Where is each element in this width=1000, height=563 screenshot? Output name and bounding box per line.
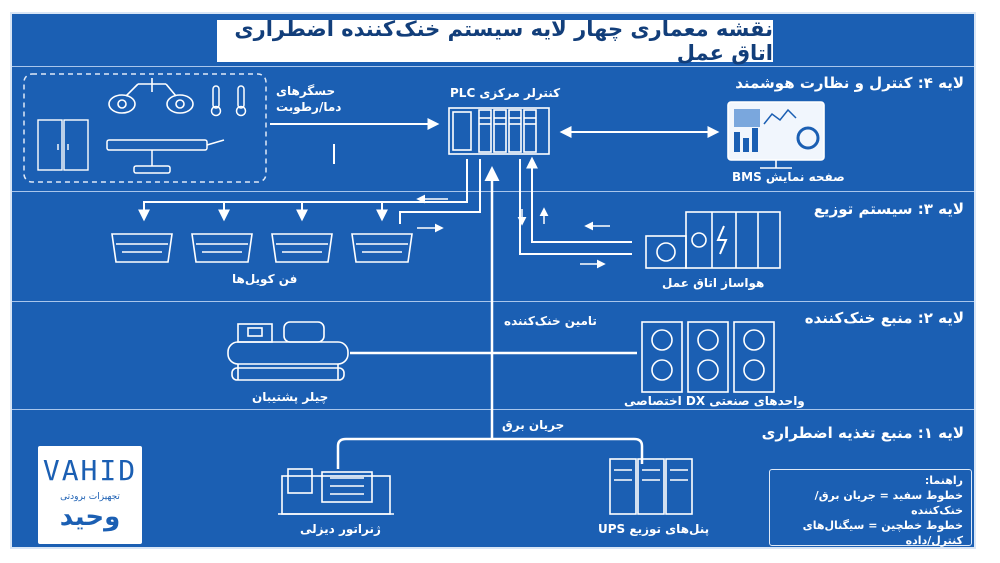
ups-panel-icon (609, 458, 693, 515)
chiller-label: چیلر پشتیبان (252, 390, 329, 404)
door-icon (37, 119, 89, 171)
chiller-icon (227, 321, 349, 381)
bms-monitor-icon (727, 101, 825, 169)
plc-label: کنترلر مرکزی PLC (450, 86, 561, 100)
diagram-title: نقشه معماری چهار لایه سیستم خنک‌کننده اض… (217, 17, 773, 65)
diagram-board: نقشه معماری چهار لایه سیستم خنک‌کننده اض… (10, 12, 976, 562)
ups-label: پنل‌های توزیع UPS (598, 522, 710, 536)
wiring-and-components (23, 73, 825, 515)
thermometer-icon (210, 85, 247, 117)
generator-label: ژنراتور دیزلی (300, 522, 381, 536)
layer-2-label: لایه ۲: منبع خنک‌کننده (804, 309, 964, 327)
legend-title: راهنما: (924, 474, 963, 487)
vahid-logo: VAHID تجهیزات برودتی وحید (38, 446, 142, 544)
fancoil-unit-icon (111, 233, 413, 263)
sensors-label-line1: حسگرهای (276, 84, 336, 98)
logo-persian-text: وحید (59, 502, 121, 532)
legend-line-components: آیکون‌ها/متن سفید = اجزا (822, 549, 963, 562)
operating-room-box (23, 73, 267, 183)
layer-separator (12, 66, 974, 67)
logo-latin-text: VAHID (42, 454, 138, 487)
power-distribution-line (336, 437, 644, 469)
layer-4-label: لایه ۴: کنترل و نظارت هوشمند (735, 74, 964, 92)
diesel-generator-icon (278, 468, 394, 515)
layer-3-label: لایه ۳: سیستم توزیع (813, 200, 964, 218)
legend-box: راهنما: خطوط سفید = جریان برق/خنک‌کننده … (769, 469, 972, 562)
layer-1-label: لایه ۱: منبع تغذیه اضطراری (761, 424, 964, 442)
surgery-table-icon (106, 139, 225, 174)
legend-line-control: خطوط خطچین = سیگنال‌های کنترل/داده (802, 519, 963, 547)
surgical-light-icon (108, 78, 194, 114)
fancoils-label: فن کویل‌ها (232, 272, 298, 286)
bms-label: صفحه نمایش BMS (732, 170, 845, 184)
dx-unit-icon (641, 321, 775, 393)
dx-label: واحدهای صنعتی DX اختصاصی (624, 394, 805, 408)
ahu-unit-icon (645, 211, 781, 269)
cooling-supply-label: تامین خنک‌کننده (504, 314, 597, 328)
plc-controller-icon (448, 107, 550, 155)
fancoil-distribution-lines (138, 144, 481, 224)
ahu-link-lines (519, 156, 632, 255)
legend-line-power: خطوط سفید = جریان برق/خنک‌کننده (814, 489, 963, 517)
sensors-label-line2: دما/رطوبت (276, 100, 342, 114)
power-flow-label: جریان برق (502, 418, 565, 432)
logo-subtitle: تجهیزات برودتی (60, 492, 120, 502)
ahu-label: هواساز اتاق عمل (662, 276, 765, 290)
